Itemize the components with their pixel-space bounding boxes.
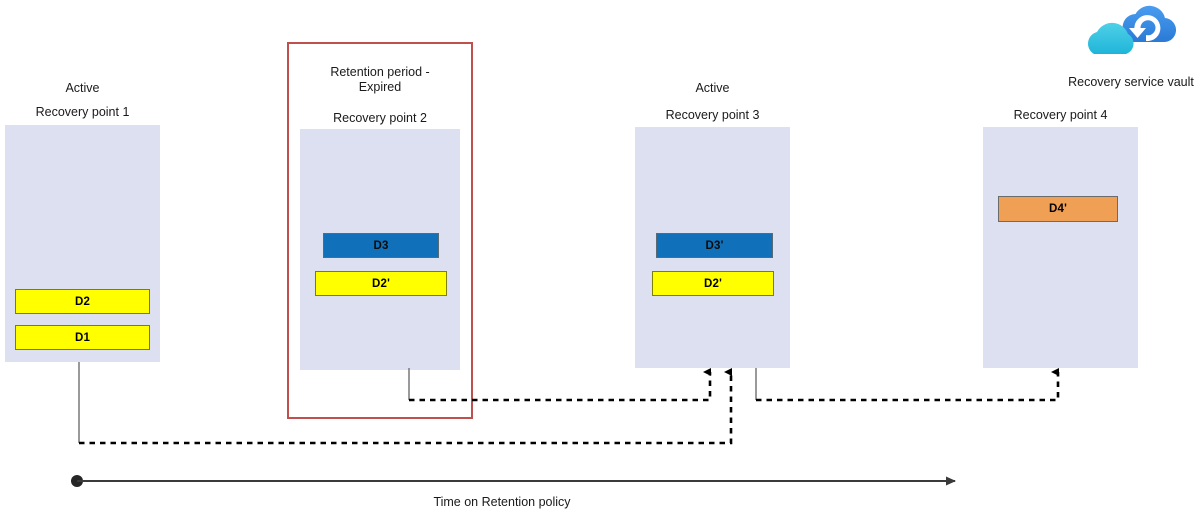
rp4-box: D4'	[983, 127, 1138, 368]
rp1-chip-d2: D2	[15, 289, 150, 314]
timeline-start-dot	[71, 475, 83, 487]
rp3-chip-d2p: D2'	[652, 271, 774, 296]
rp1-chip-d1: D1	[15, 325, 150, 350]
timeline-label: Time on Retention policy	[433, 495, 571, 509]
rp2-chip-d2p: D2'	[315, 271, 447, 296]
recovery-service-vault: Recovery service vault	[1055, 2, 1198, 89]
rp2-title: Recovery point 2	[333, 111, 427, 125]
recovery-service-vault-label: Recovery service vault	[1068, 75, 1194, 89]
rp4-title: Recovery point 4	[1013, 108, 1108, 122]
recovery-service-vault-icon	[1088, 5, 1177, 54]
rp2-chip-d3: D3	[323, 233, 439, 258]
rp3-chip-d3p: D3'	[656, 233, 773, 258]
rp2-box: D3 D2'	[300, 129, 460, 370]
connector-rp3-to-rp4-dotted	[756, 368, 1060, 402]
rp3-title: Recovery point 3	[665, 108, 760, 122]
rp3-status-label: Active	[695, 81, 730, 95]
rp4-chip-d4p: D4'	[998, 196, 1118, 222]
rp1-status-label: Active	[65, 81, 100, 95]
rp1-title: Recovery point 1	[35, 105, 130, 119]
rp1-box: D2 D1	[5, 125, 160, 362]
rp2-status-label: Retention period - Expired	[330, 65, 430, 94]
rp3-box: D3' D2'	[635, 127, 790, 368]
